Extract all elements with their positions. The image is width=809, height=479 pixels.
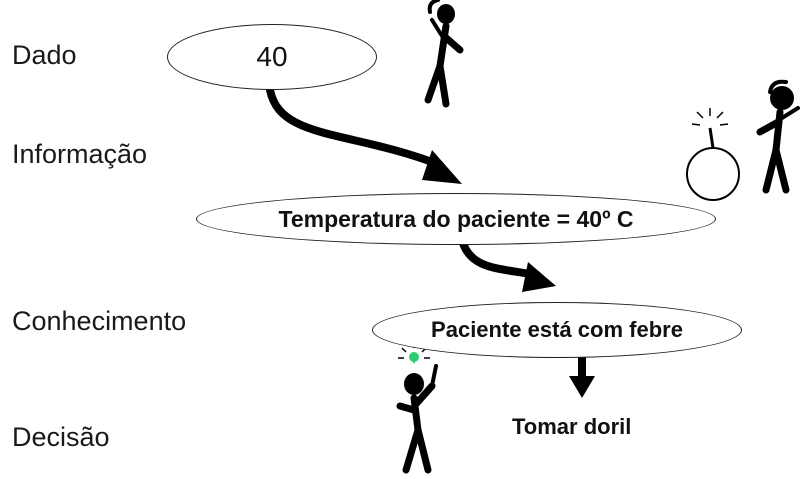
- node-dado-value: 40: [256, 41, 288, 72]
- stick-figure-top: [424, 0, 464, 108]
- level-label-conhecimento: Conhecimento: [12, 306, 187, 336]
- arrow-dado-to-informacao: [266, 86, 444, 169]
- level-label-decisao: Decisão: [12, 422, 110, 452]
- node-dado: 40: [167, 24, 377, 90]
- node-informacao-value: Temperatura do paciente = 40º C: [278, 205, 634, 232]
- arrow-head-conhecimento: [522, 262, 556, 292]
- arrow-head-decisao: [569, 376, 595, 398]
- node-conhecimento-value: Paciente está com febre: [431, 317, 683, 342]
- level-label-informacao: Informação: [12, 139, 148, 169]
- stick-figure-right: [756, 79, 800, 194]
- arrow-conhecimento-to-decisao: [578, 356, 586, 378]
- stick-figure-bottom: [396, 364, 438, 474]
- arrow-head-informacao: [422, 150, 462, 184]
- level-label-dado: Dado: [12, 40, 77, 70]
- arrow-informacao-to-conhecimento: [458, 236, 539, 279]
- node-conhecimento: Paciente está com febre: [372, 302, 742, 358]
- node-informacao: Temperatura do paciente = 40º C: [196, 193, 716, 245]
- bomb-icon: [686, 108, 740, 201]
- node-decisao-value: Tomar doril: [512, 414, 632, 439]
